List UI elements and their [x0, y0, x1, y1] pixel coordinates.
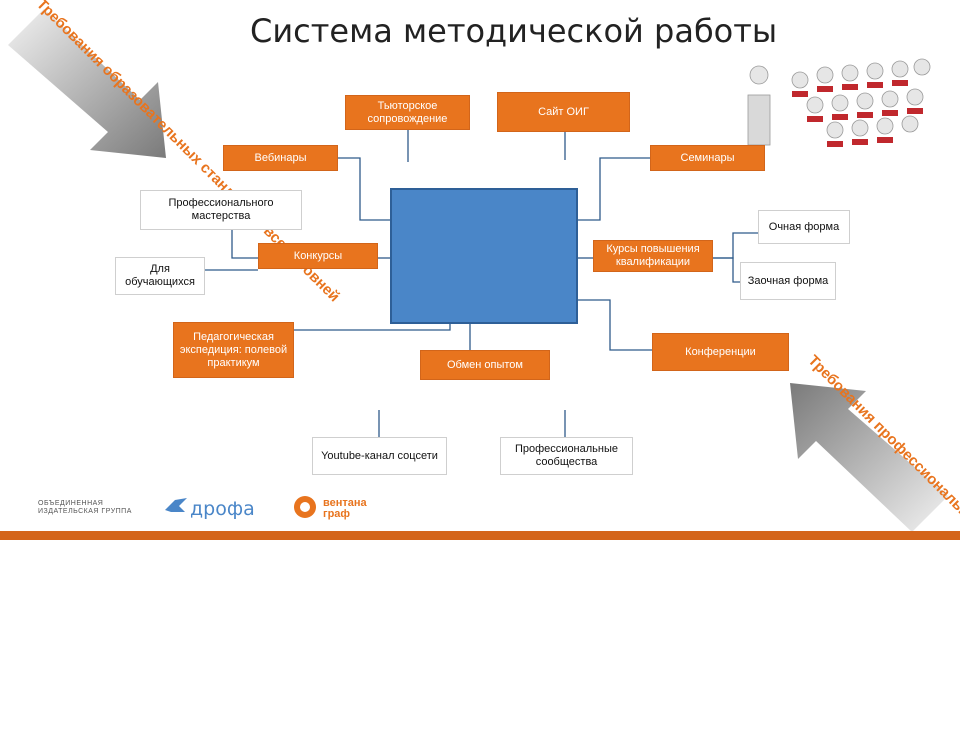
professional-mastery-box: Профессионального мастерства — [140, 190, 302, 230]
page-title: Система методической работы — [250, 12, 778, 50]
central-interaction-box — [390, 188, 578, 324]
ventana-logo-text: вентана граф — [323, 497, 367, 520]
youtube-channel-box: Youtube-канал соцсети — [312, 437, 447, 475]
for-students-box: Для обучающихся — [115, 257, 205, 295]
pedagogical-expedition-box: Педагогическая экспедиция: полевой практ… — [173, 322, 294, 378]
conferences-box: Конференции — [652, 333, 789, 371]
webinars-box: Вебинары — [223, 145, 338, 171]
bottom-right-arrow-shape — [790, 383, 948, 532]
tutor-support-box: Тьюторское сопровождение — [345, 95, 470, 130]
ventana-logo-icon — [294, 496, 316, 518]
seminars-box: Семинары — [650, 145, 765, 171]
qualification-courses-box: Курсы повышения квалификации — [593, 240, 713, 272]
parttime-form-box: Заочная форма — [740, 262, 836, 300]
professional-communities-box: Профессиональные сообщества — [500, 437, 633, 475]
audience-illustration — [747, 58, 931, 147]
top-left-arrow-shape — [8, 9, 166, 158]
contests-box: Конкурсы — [258, 243, 378, 269]
drofa-logo-text: дрофа — [190, 498, 255, 520]
bottom-bar — [0, 531, 960, 540]
connector-lines — [205, 130, 758, 437]
experience-exchange-box: Обмен опытом — [420, 350, 550, 380]
fulltime-form-box: Очная форма — [758, 210, 850, 244]
oig-logo-text: ОБЪЕДИНЕННАЯ ИЗДАТЕЛЬСКАЯ ГРУППА — [38, 500, 132, 515]
site-box: Сайт ОИГ — [497, 92, 630, 132]
requirements-arrows — [8, 9, 948, 532]
drofa-bird-icon — [165, 498, 187, 512]
